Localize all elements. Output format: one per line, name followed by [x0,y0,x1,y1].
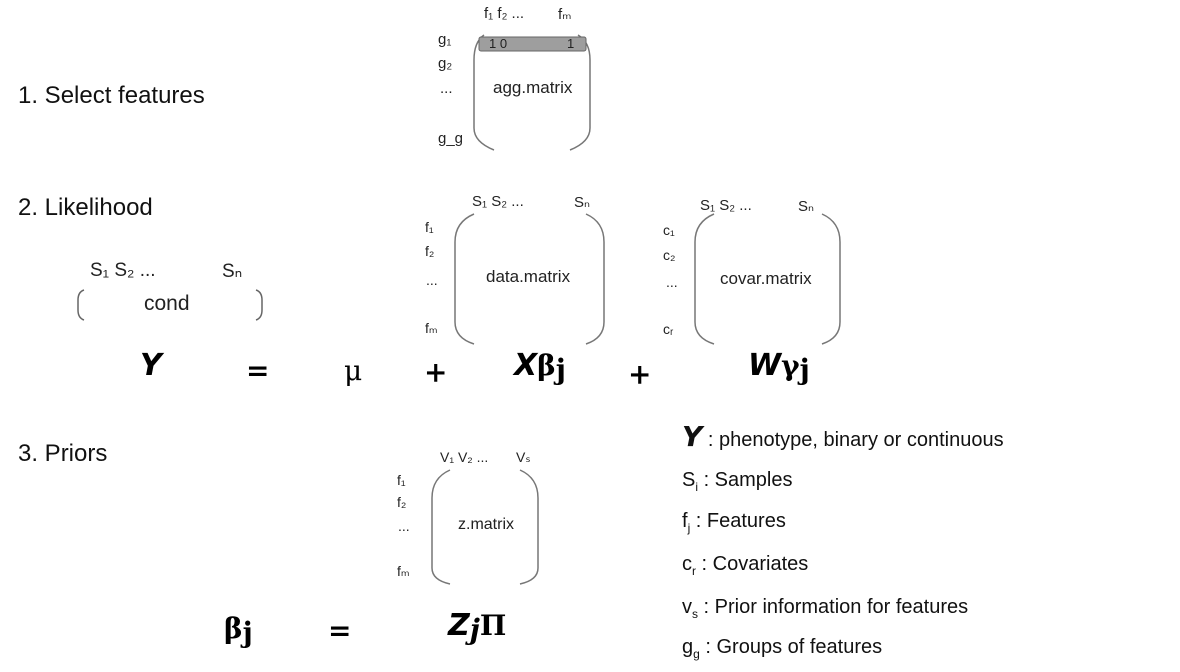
legend-text: : Features [690,510,786,532]
eq1-x-symbol: X [514,348,538,383]
eq2-z-symbol: Z [448,608,470,643]
step2-heading: 2. Likelihood [18,194,153,221]
covar-col-header-last: Sₙ [798,198,814,215]
covar-row-label: c₂ [663,247,676,263]
agg-right-bracket [569,34,591,151]
data-col-header-first: S₁ S₂ ... [472,193,524,210]
eq1-equals: = [246,354,270,387]
eq2-beta: β [224,612,243,645]
legend-item: vs : Prior information for features [682,596,968,621]
eq1-x-beta-term: Xβj [514,348,566,386]
covar-right-bracket [821,213,841,345]
data-row-label: f₁ [425,219,434,235]
z-row-label: fₘ [397,563,410,579]
agg-matrix-name: agg.matrix [493,78,573,97]
eq1-mu: μ [344,354,363,387]
z-left-bracket [431,469,451,585]
agg-row-label: g_g [438,130,464,147]
step3-heading: 3. Priors [18,440,108,467]
cond-right-bracket [255,289,263,321]
eq1-y-symbol: Y [140,348,162,383]
legend-text: : phenotype, binary or continuous [702,429,1004,451]
legend-text: : Covariates [696,553,809,575]
eq2-beta-term: βj [224,612,253,649]
eq1-gamma-sub: j [799,353,810,387]
legend-sub: r [692,564,696,578]
data-matrix-name: data.matrix [486,267,571,286]
eq2-pi: Π [479,609,507,642]
legend-item: gg : Groups of features [682,636,882,661]
legend-sub: j [687,521,691,535]
agg-col-header-last: fₘ [558,6,572,23]
legend-item: fj : Features [682,510,786,535]
legend-item: cr : Covariates [682,553,808,578]
legend-symbol: v [682,596,692,618]
covar-row-label: c₁ [663,222,675,238]
eq1-plus: + [424,356,448,389]
agg-row-values-first: 1 0 [489,36,508,51]
legend-symbol: S [682,469,696,491]
step1-heading: 1. Select features [18,82,205,109]
legend-sub: g [693,647,700,661]
legend-text: : Prior information for features [698,596,969,618]
legend-item: Si : Samples [682,469,793,494]
eq1-plus: + [628,358,652,391]
legend-symbol: Y [682,420,703,453]
data-row-label: ... [426,272,438,288]
data-left-bracket [454,213,475,345]
legend-text: : Samples [698,469,793,491]
cond-col-header-first: S₁ S₂ ... [90,260,156,281]
cond-left-bracket [77,289,85,321]
covar-left-bracket [694,213,715,345]
eq1-w-gamma-term: Wγj [748,348,810,386]
agg-row-label: ... [440,80,453,97]
agg-left-bracket [473,34,495,151]
data-col-header-last: Sₙ [574,194,590,211]
legend-text: : Groups of features [699,636,883,658]
z-col-header-first: V₁ V₂ ... [440,449,489,465]
z-matrix-name: z.matrix [458,516,514,533]
z-row-label: ... [398,518,410,534]
z-row-label: f₂ [397,494,407,510]
data-right-bracket [585,213,605,345]
cond-name: cond [144,292,190,315]
cond-col-header-last: Sₙ [222,261,243,282]
legend-symbol: f [682,510,688,532]
z-right-bracket [519,469,539,585]
z-col-header-last: Vₛ [516,449,531,465]
legend-sub: s [692,607,698,621]
eq2-z-pi-term: ZjΠ [448,608,506,646]
legend-sub: i [695,480,699,494]
legend-symbol: g [682,636,694,658]
z-row-label: f₁ [397,472,406,488]
agg-row-label: g₂ [438,55,453,72]
covar-matrix-name: covar.matrix [720,269,812,288]
covar-col-header-first: S₁ S₂ ... [700,197,752,214]
eq1-w-symbol: W [748,348,782,383]
agg-col-header-first: f₁ f₂ ... [484,5,525,22]
data-row-label: fₘ [425,320,438,336]
covar-row-label: ... [666,274,678,290]
covar-row-label: cᵣ [663,321,674,337]
legend-item: Y : phenotype, binary or continuous [682,420,1004,453]
eq1-beta: β [537,349,556,382]
eq1-gamma: γ [781,349,800,382]
eq2-equals: = [328,614,352,647]
eq2-z-sub: j [469,613,480,647]
agg-row-values-last: 1 [567,36,575,51]
agg-highlight-row [478,36,587,52]
eq1-beta-sub: j [555,353,566,387]
legend-symbol: c [682,553,692,575]
data-row-label: f₂ [425,243,435,259]
eq2-beta-sub: j [242,616,253,650]
agg-row-label: g₁ [438,31,452,48]
